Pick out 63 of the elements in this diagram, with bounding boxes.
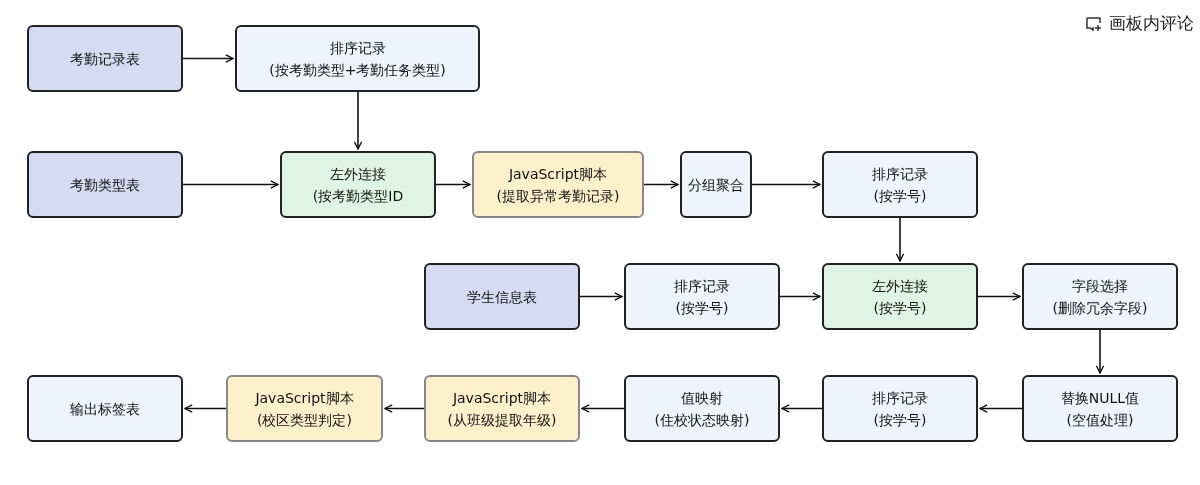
table-box xyxy=(27,151,183,218)
node-text: (删除冗余字段) xyxy=(1052,298,1148,318)
arrow xyxy=(184,404,227,413)
node-text: JavaScript脚本 xyxy=(452,388,552,408)
arrow xyxy=(977,292,1021,301)
process-box xyxy=(424,375,580,442)
arrow xyxy=(581,404,625,413)
node-text: (校区类型判定) xyxy=(257,410,352,430)
node-text: 排序记录 xyxy=(872,164,928,184)
node-text: 考勤类型表 xyxy=(70,175,140,195)
process-box xyxy=(822,151,978,218)
node-text: 排序记录 xyxy=(329,38,386,58)
node-text: 考勤记录表 xyxy=(70,49,140,69)
table-box xyxy=(424,263,580,330)
process-box xyxy=(1022,263,1178,330)
arrow xyxy=(384,404,425,413)
node-text: (空值处理) xyxy=(1066,410,1134,430)
node-text: (按考勤类型ID xyxy=(312,186,404,206)
comment-label: 画板内评论 xyxy=(1109,12,1194,35)
node-text: 学生信息表 xyxy=(467,287,537,307)
arrow xyxy=(895,217,905,262)
process-box xyxy=(680,151,752,218)
node-text: 输出标签表 xyxy=(70,399,140,419)
arrow xyxy=(182,54,234,63)
arrow xyxy=(779,292,821,301)
node-text: (提取异常考勤记录) xyxy=(496,186,620,206)
node-text: (按学号) xyxy=(873,186,927,206)
process-box xyxy=(624,263,780,330)
node-text: 左外连接 xyxy=(330,164,386,184)
arrow xyxy=(353,91,363,150)
process-box xyxy=(472,151,644,218)
arrow xyxy=(751,180,821,189)
table-box xyxy=(27,25,183,92)
process-box xyxy=(1022,375,1178,442)
node-text: 排序记录 xyxy=(674,276,730,296)
process-box xyxy=(624,375,780,442)
node-text: (按学号) xyxy=(873,410,927,430)
node-text: 字段选择 xyxy=(1072,276,1128,296)
node-text: 替换NULL值 xyxy=(1060,388,1140,408)
node-text: (从班级提取年级) xyxy=(447,410,557,430)
process-box xyxy=(822,375,978,442)
node-text: 左外连接 xyxy=(872,276,928,296)
process-box xyxy=(822,263,978,330)
process-box xyxy=(235,25,480,92)
node-text: (住校状态映射) xyxy=(654,410,750,430)
node-text: (按学号) xyxy=(675,298,729,318)
process-box xyxy=(226,375,383,442)
arrow xyxy=(979,404,1023,413)
arrow xyxy=(643,180,679,189)
node-text: 值映射 xyxy=(681,388,723,408)
node-text: JavaScript脚本 xyxy=(255,388,354,408)
arrow xyxy=(579,292,623,301)
process-box xyxy=(280,151,436,218)
node-text: (按考勤类型+考勤任务类型) xyxy=(269,60,446,80)
arrow xyxy=(1095,329,1105,374)
node-text: (按学号) xyxy=(873,298,927,318)
node-text: 分组聚合 xyxy=(688,175,744,195)
arrow xyxy=(435,180,471,189)
process-box xyxy=(27,375,183,442)
node-text: 排序记录 xyxy=(872,388,928,408)
arrow xyxy=(781,404,823,413)
arrow xyxy=(182,180,279,189)
node-text: JavaScript脚本 xyxy=(508,164,608,184)
